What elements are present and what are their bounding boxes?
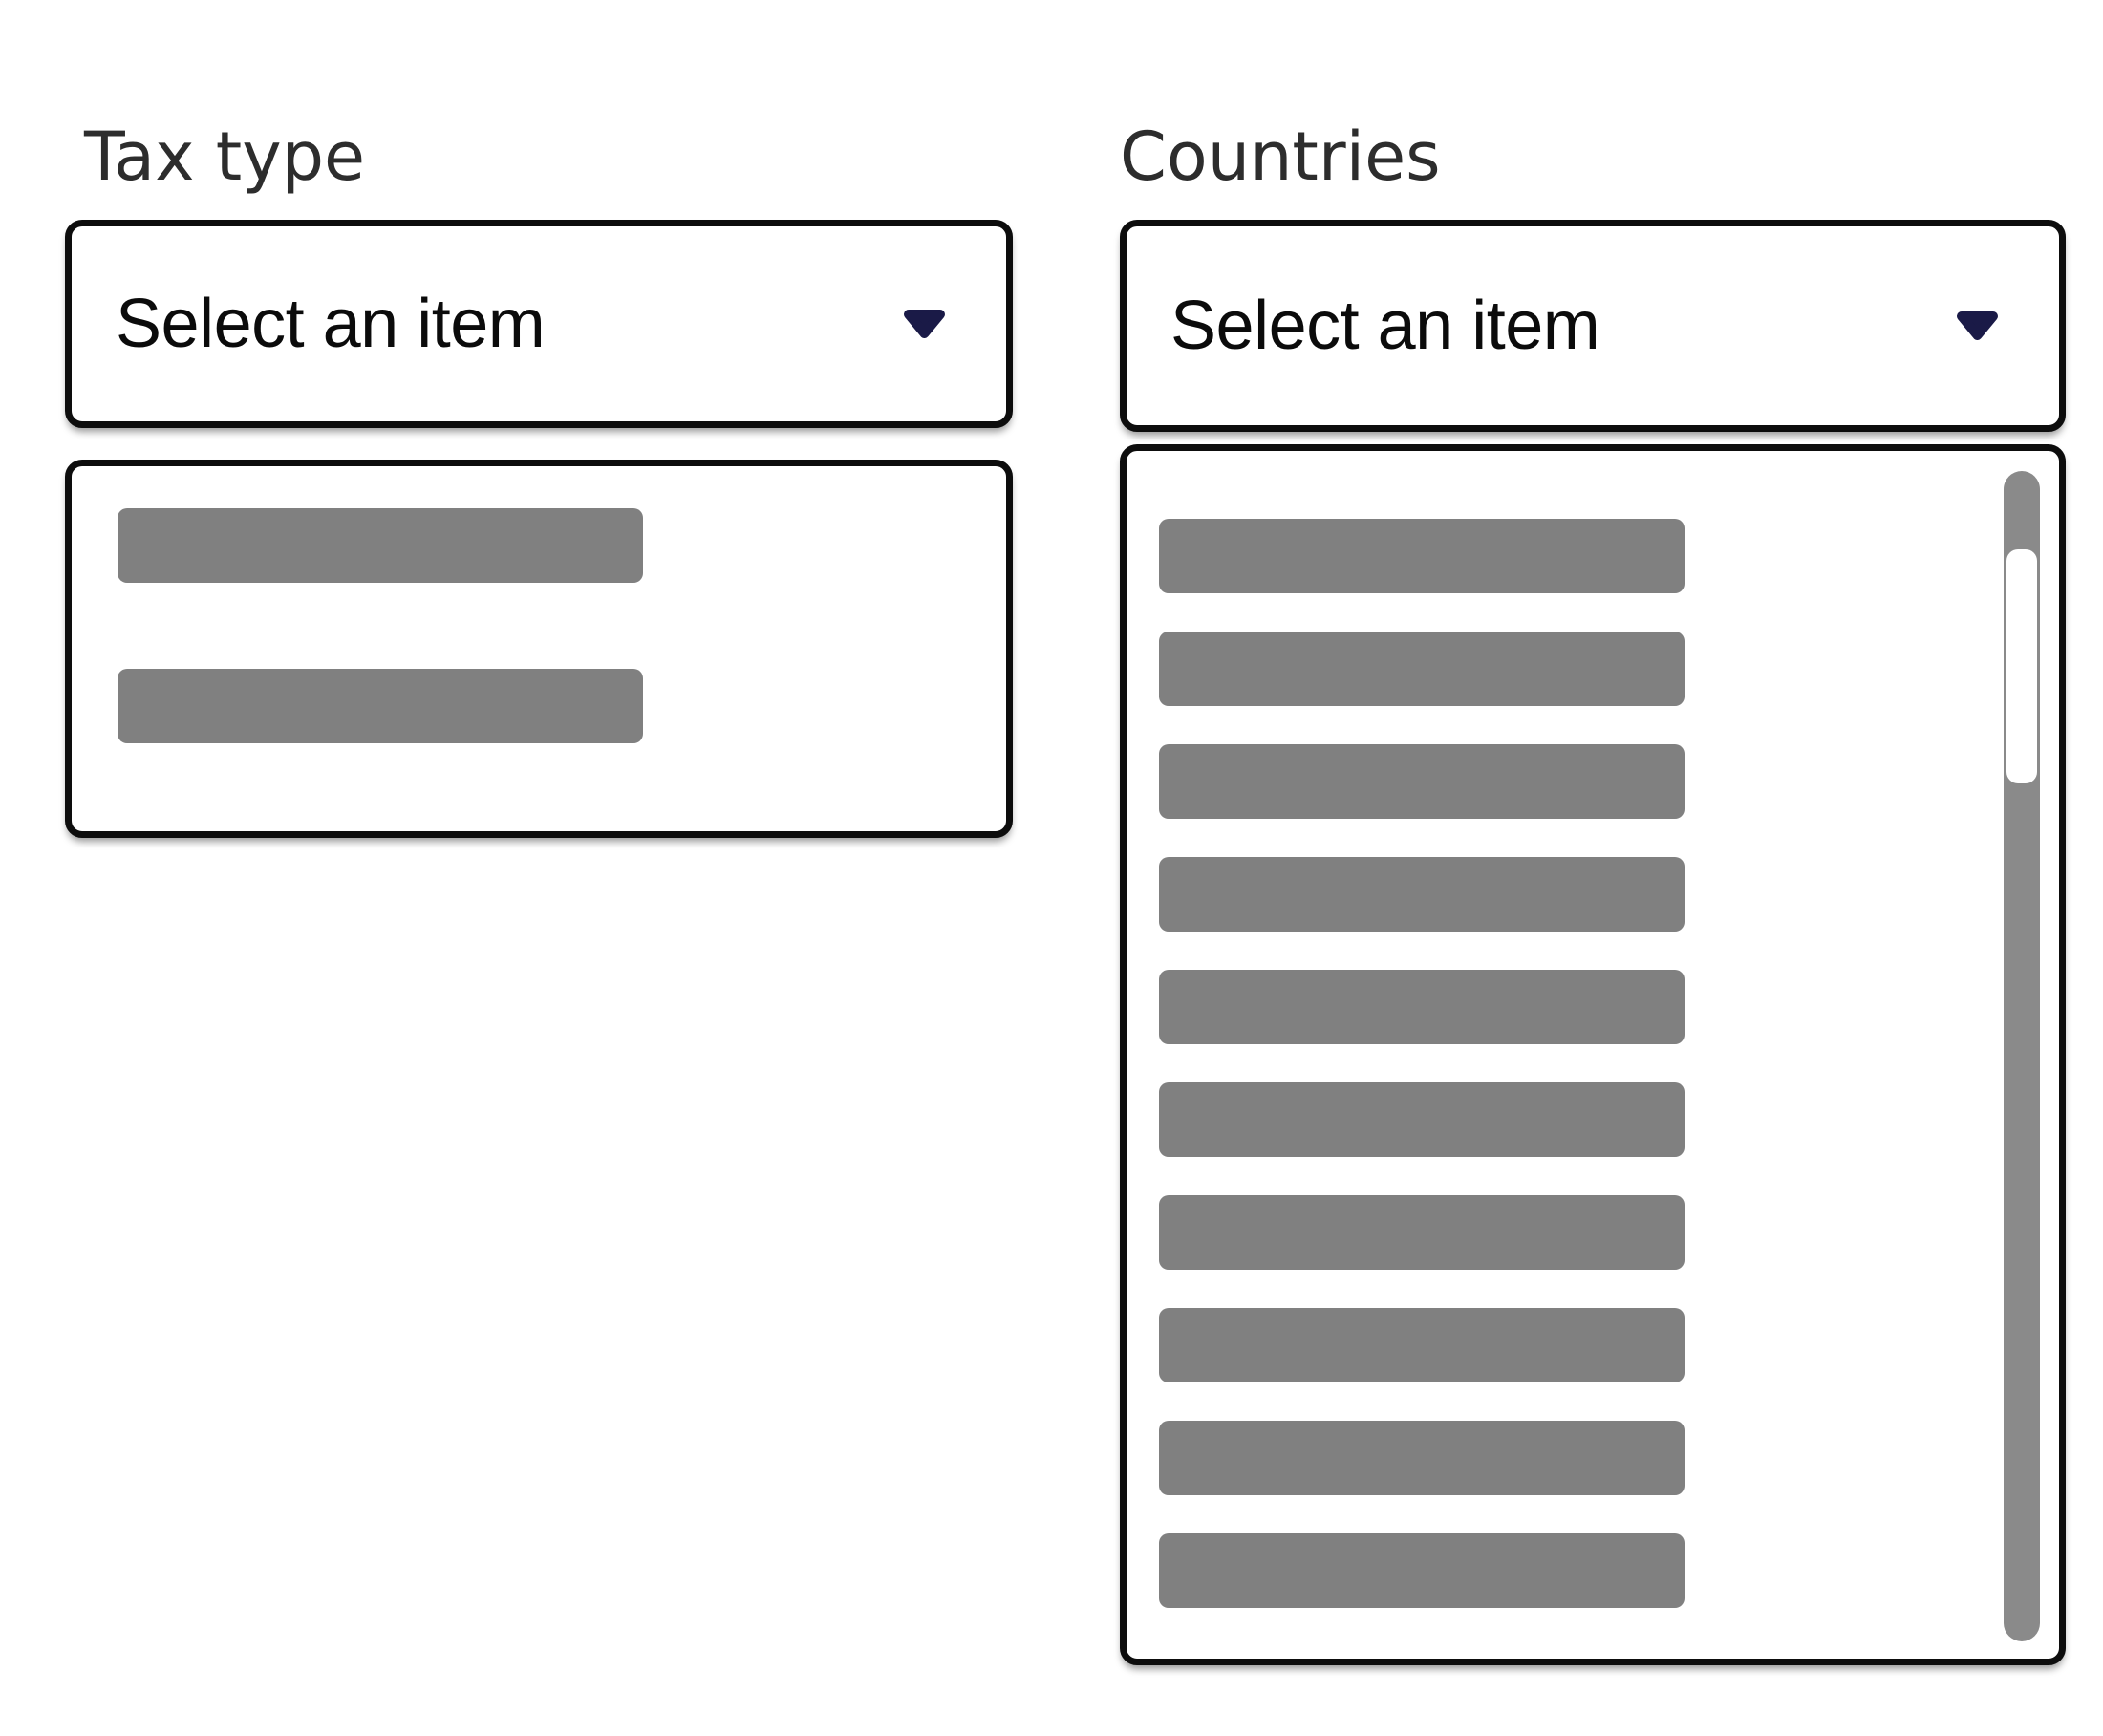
listbox-item-placeholder[interactable]: [1159, 1421, 1685, 1495]
listbox-item-placeholder[interactable]: [1159, 1082, 1685, 1157]
scrollbar-track[interactable]: [2004, 471, 2040, 1641]
listbox-item-placeholder[interactable]: [1159, 857, 1685, 932]
chevron-down-icon: [904, 310, 945, 338]
chevron-down-icon: [1957, 311, 1998, 340]
listbox-item-placeholder[interactable]: [1159, 1195, 1685, 1270]
tax-type-listbox: [65, 460, 1013, 838]
listbox-item-placeholder[interactable]: [1159, 1308, 1685, 1382]
listbox-item-placeholder[interactable]: [1159, 519, 1685, 593]
countries-label: Countries: [1120, 118, 1441, 196]
tax-type-label: Tax type: [84, 118, 366, 196]
listbox-item-placeholder[interactable]: [1159, 970, 1685, 1044]
scrollbar-thumb[interactable]: [2006, 549, 2037, 783]
countries-listbox: [1120, 444, 2066, 1665]
countries-select[interactable]: Select an item: [1120, 220, 2066, 432]
listbox-item-placeholder[interactable]: [1159, 632, 1685, 706]
countries-select-value: Select an item: [1170, 288, 1600, 364]
listbox-item-placeholder[interactable]: [1159, 1533, 1685, 1608]
listbox-item-placeholder[interactable]: [118, 669, 643, 743]
listbox-item-placeholder[interactable]: [118, 508, 643, 583]
tax-type-select-value: Select an item: [116, 286, 546, 362]
listbox-item-placeholder[interactable]: [1159, 744, 1685, 819]
tax-type-select[interactable]: Select an item: [65, 220, 1013, 428]
